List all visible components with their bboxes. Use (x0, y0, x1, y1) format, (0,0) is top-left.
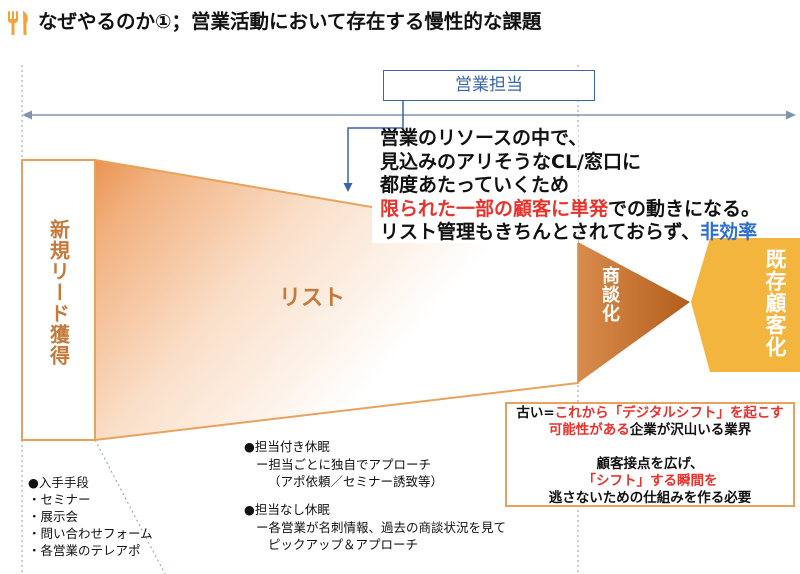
opportunity-line-2-rest: 企業が沢山いる業界 (629, 422, 752, 438)
callout-line-3: 都度あたっていくため (380, 174, 570, 196)
connector-arrowhead (343, 183, 353, 192)
assigned-dormant-notes: ●担当付き休眠 ー担当ごとに独自でアプローチ （アポ依頼／セミナー誘致等） (244, 438, 443, 491)
opportunity-line-1: 古い=これから「デジタルシフト」を起こす (507, 405, 793, 422)
page-title: なぜやるのか①；営業活動において存在する慢性的な課題 (38, 10, 542, 33)
callout-line-5-text: リスト管理もきちんとされておらず、 (380, 221, 701, 243)
list-item: ・各営業のテレアポ (28, 543, 141, 558)
opportunity-line-2: 可能性がある企業が沢山いる業界 (507, 422, 793, 439)
list-item: ・セミナー (28, 492, 91, 507)
list-item: ・展示会 (28, 509, 79, 524)
list-item: ・問い合わせフォーム (28, 526, 153, 541)
acquisition-notes: ●入手手段 ・セミナー ・展示会 ・問い合わせフォーム ・各営業のテレアポ (28, 474, 153, 559)
assigned-dormant-line: ー担当ごとに独自でアプローチ (256, 456, 432, 472)
list-label: リスト (279, 286, 346, 311)
callout-highlight-blue: 非効率 (700, 221, 758, 243)
opportunity-line-1-prefix: 古い= (516, 405, 555, 421)
arrowhead-left (22, 110, 32, 120)
unassigned-dormant-notes: ●担当なし休眠 ー各営業が名刺情報、過去の商談状況を見て ピックアップ＆アプロー… (244, 501, 506, 554)
opportunity-spacer (507, 439, 793, 456)
callout-line-4-rest: での動きになる。 (608, 197, 761, 220)
existing-customer-label: 既存顧客化 (763, 248, 787, 358)
opportunity-line-5: 逃さないための仕組みを作る必要 (548, 490, 752, 506)
sales-rep-label: 営業担当 (455, 75, 523, 95)
dormant-guide-dashed-line (94, 439, 166, 574)
opportunity-line-2-highlight: 可能性がある (548, 422, 630, 438)
callout-highlight-red: 限られた一部の顧客に単発 (380, 197, 609, 220)
new-lead-label-wrap: 新規リード獲得 (22, 160, 95, 440)
callout-line-5: リスト管理もきちんとされておらず、非効率 (380, 221, 760, 245)
new-lead-label: 新規リード獲得 (46, 218, 71, 366)
unassigned-dormant-heading: ●担当なし休眠 (244, 502, 330, 517)
callout-line-4: 限られた一部の顧客に単発での動きになる。 (380, 198, 760, 222)
sales-rep-connector-arrow (343, 101, 404, 192)
deal-label-wrap: 商談化 (599, 266, 624, 328)
existing-customer-shape (691, 238, 800, 372)
opportunity-line-4: 「シフト」する瞬間を (582, 473, 718, 489)
callout-line-2: 見込みのアリそうなCL/窓口に (380, 150, 641, 173)
sales-rep-box: 営業担当 (383, 70, 595, 101)
new-lead-box (21, 159, 96, 441)
deal-label: 商談化 (599, 266, 620, 323)
arrowhead-right (786, 110, 796, 120)
assigned-dormant-line: （アポ依頼／セミナー誘致等） (268, 474, 444, 489)
existing-customer-label-wrap: 既存顧客化 (763, 248, 788, 363)
deal-stage-shape (578, 242, 690, 383)
opportunity-box: 古い=これから「デジタルシフト」を起こす 可能性がある企業が沢山いる業界 顧客接… (505, 402, 795, 507)
opportunity-line-1-highlight: これから「デジタルシフト」を起こす (554, 405, 784, 421)
callout-backdrop (372, 130, 578, 243)
unassigned-dormant-line: ー各営業が名刺情報、過去の商談状況を見て (256, 519, 507, 535)
connector-line (347, 101, 404, 184)
unassigned-dormant-line: ピックアップ＆アプローチ (268, 537, 419, 552)
acquisition-heading: ●入手手段 (28, 475, 89, 490)
fork-knife-icon (8, 11, 28, 35)
assigned-dormant-heading: ●担当付き休眠 (244, 439, 330, 454)
callout-text: 営業のリソースの中で、 見込みのアリそうなCL/窓口に 都度あたっていくため 限… (380, 127, 760, 245)
opportunity-line-3: 顧客接点を広げ、 (596, 456, 704, 472)
callout-line-1: 営業のリソースの中で、 (380, 127, 588, 149)
sales-scope-double-arrow (22, 110, 796, 120)
